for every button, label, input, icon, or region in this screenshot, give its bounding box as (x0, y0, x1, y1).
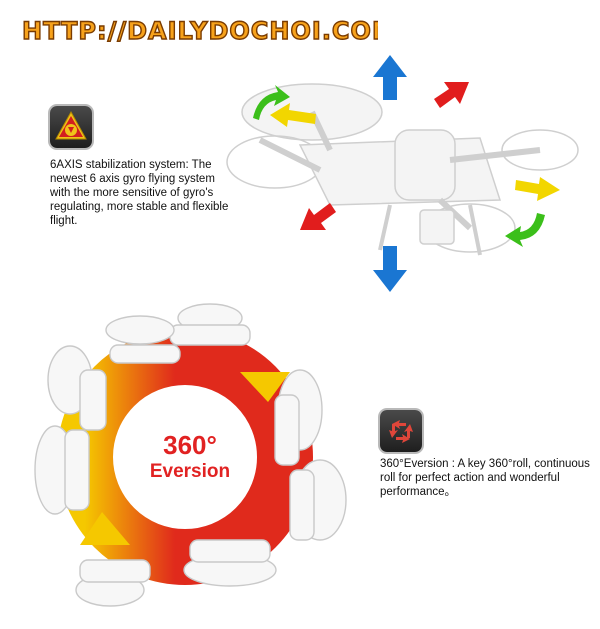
arrow-up-icon (373, 55, 407, 100)
arrow-down-icon (373, 246, 407, 292)
arrow-rotate-ccw-icon (253, 85, 290, 120)
rotation-arrows-icon (380, 410, 422, 452)
ring-title-360: 360° (163, 430, 217, 460)
drone-top (226, 83, 579, 256)
drone-roll-8 (105, 315, 181, 364)
drone-roll-6 (34, 425, 90, 515)
rolling-drones (34, 303, 347, 607)
feature-description-360: 360°Eversion : A key 360°roll, continuou… (380, 458, 590, 498)
arrow-right-icon (515, 177, 560, 201)
drone-roll-1 (169, 303, 251, 346)
gyro-triangle-icon (50, 106, 92, 148)
ring-title-eversion: Eversion (149, 461, 231, 482)
direction-arrows (253, 55, 560, 292)
drone-roll-3 (289, 459, 347, 541)
drone-roll-5 (75, 559, 151, 607)
arrow-forward-right-icon (434, 82, 469, 108)
drone-roll-2 (274, 369, 323, 466)
drone-roll-7 (47, 345, 107, 431)
feature-description-6axis: 6AXIS stabilization system: The newest 6… (50, 159, 229, 227)
drone-roll-4 (183, 539, 277, 587)
watermark-text: HTTP://DAILYDOCHOI.COM (22, 17, 378, 45)
arrow-back-left-icon (300, 203, 336, 230)
arrow-rotate-cw-icon (505, 213, 545, 247)
watermark-logo: HTTP://DAILYDOCHOI.COM (21, 16, 378, 45)
arrow-left-icon (270, 103, 316, 127)
